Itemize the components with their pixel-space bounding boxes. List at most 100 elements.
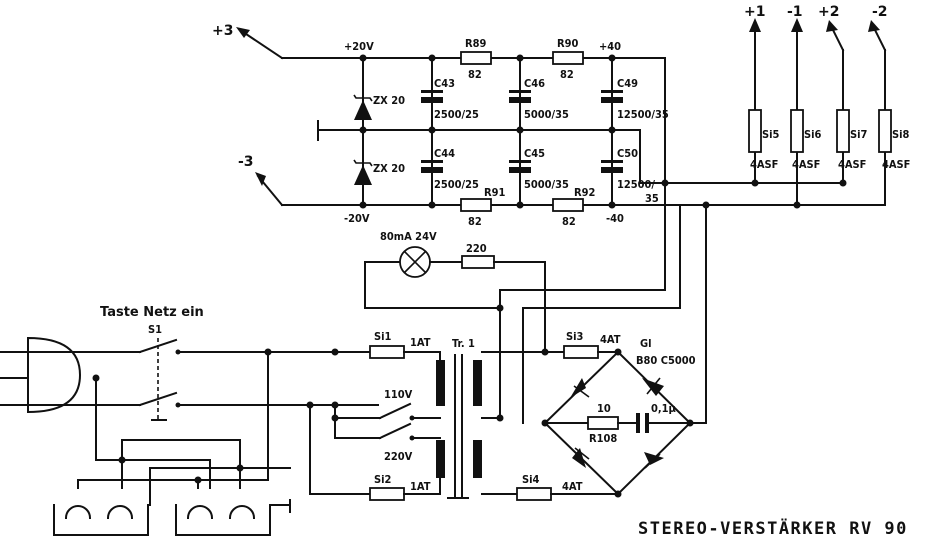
fuse-si8 — [878, 109, 892, 153]
lamp-label: 80mA 24V — [380, 230, 437, 243]
mains-wiring — [27, 338, 441, 501]
zener-diode-icon — [354, 100, 372, 120]
resistor-r89 — [460, 51, 492, 65]
fuse-rating: 1AT — [410, 336, 431, 349]
voltage-switch-lower — [378, 422, 412, 440]
capacitor-label: C43 — [434, 77, 455, 90]
terminal-plus2: +2 — [818, 4, 839, 20]
fuse-si1 — [369, 345, 405, 359]
terminal-plus3: +3 — [212, 23, 233, 39]
capacitor-value: 5000/35 — [524, 108, 569, 121]
plus1-arrow-icon — [749, 18, 761, 32]
capacitor-label: C45 — [524, 147, 545, 160]
plus3-arrow-icon — [236, 27, 250, 38]
terminal-minus1: -1 — [787, 4, 803, 20]
transformer-label: Tr. 1 — [452, 337, 475, 350]
switch-s1-lower — [138, 391, 178, 407]
fuse-label: Si3 — [566, 330, 584, 343]
labels: +3 -3 +1 -1 +2 -2 +20V -20V +40 -40 ZX 2… — [100, 4, 910, 539]
transformer-tr1 — [436, 351, 546, 499]
resistor-r108 — [587, 416, 619, 430]
resistor-r91 — [460, 198, 492, 212]
zener-label: ZX 20 — [373, 162, 405, 175]
fuse-si4 — [516, 487, 552, 501]
fuse-rating: 4ASF — [882, 158, 910, 171]
diagram-title: STEREO-VERSTÄRKER RV 90 — [638, 517, 908, 539]
rectifier-label: Gl — [640, 337, 652, 350]
switch-name: S1 — [148, 323, 162, 336]
fuse-si2 — [369, 487, 405, 501]
rail-minus20: -20V — [344, 212, 370, 225]
dc-rails — [236, 27, 681, 291]
resistor-label: R89 — [465, 37, 487, 50]
capacitor-label: C49 — [617, 77, 638, 90]
capacitor-value: 2500/25 — [434, 108, 479, 121]
outlet-sockets — [53, 348, 291, 536]
output-fuses — [611, 18, 892, 209]
socket-right — [175, 504, 271, 536]
voltage-220: 220V — [384, 450, 413, 463]
diode-icon — [572, 448, 586, 468]
zener-label: ZX 20 — [373, 94, 405, 107]
fuse-rating: 4ASF — [792, 158, 820, 171]
rail-resistors — [460, 51, 584, 212]
fuse-rating: 4AT — [600, 333, 621, 346]
rectifier-type: B80 C5000 — [636, 354, 696, 367]
plus2-arrow-icon — [826, 20, 838, 32]
mains-plug — [0, 336, 82, 414]
fuse-label: Si8 — [892, 128, 910, 141]
capacitor-value: 35 — [645, 192, 659, 205]
resistor-value: 82 — [562, 215, 576, 228]
fuse-rating: 4AT — [562, 480, 583, 493]
capacitor-label: C50 — [617, 147, 638, 160]
capacitor-label: C46 — [524, 77, 545, 90]
fuse-si5 — [748, 109, 762, 153]
capacitor-columns — [362, 57, 623, 206]
secondary-fuses — [516, 345, 619, 501]
terminal-plus1: +1 — [744, 4, 765, 20]
fuse-si7 — [836, 109, 850, 153]
voltage-110: 110V — [384, 388, 413, 401]
capacitor-value: 12500/ — [617, 178, 655, 191]
lamp-circuit — [364, 204, 681, 419]
resistor-r92 — [552, 198, 584, 212]
resistor-value: 82 — [560, 68, 574, 81]
minus1-arrow-icon — [791, 18, 803, 32]
resistor-value: 82 — [468, 68, 482, 81]
resistor-label: R91 — [484, 186, 506, 199]
resistor-value: 220 — [466, 242, 487, 255]
fuse-label: Si4 — [522, 473, 540, 486]
capacitor-value: 12500/35 — [617, 108, 669, 121]
rail-plus40: +40 — [599, 40, 621, 53]
fuse-rating: 4ASF — [838, 158, 866, 171]
socket-left — [53, 504, 149, 536]
fuse-label: Si2 — [374, 473, 392, 486]
switch-label: Taste Netz ein — [100, 305, 204, 320]
rail-plus20: +20V — [344, 40, 374, 53]
resistor-label: R108 — [589, 432, 617, 445]
capacitor-value: 5000/35 — [524, 178, 569, 191]
capacitor-label: C44 — [434, 147, 455, 160]
fuse-label: Si7 — [850, 128, 868, 141]
resistor-r90 — [552, 51, 584, 65]
fuse-label: Si1 — [374, 330, 392, 343]
capacitor-value: 2500/25 — [434, 178, 479, 191]
voltage-switch-upper — [378, 402, 412, 420]
minus2-arrow-icon — [868, 20, 880, 32]
rail-minus40: -40 — [606, 212, 624, 225]
bridge-rectifier — [522, 204, 707, 498]
resistor-label: R90 — [557, 37, 579, 50]
resistor-value: 10 — [597, 402, 611, 415]
diode-icon — [644, 452, 664, 465]
fuse-rating: 1AT — [410, 480, 431, 493]
fuse-label: Si5 — [762, 128, 780, 141]
resistor-label: R92 — [574, 186, 596, 199]
junctions-top — [359, 54, 616, 209]
fuse-label: Si6 — [804, 128, 822, 141]
terminal-minus3: -3 — [238, 154, 254, 170]
resistor-value: 82 — [468, 215, 482, 228]
minus3-arrow-icon — [255, 172, 266, 186]
zener-diode-icon — [354, 165, 372, 185]
capacitor-value: 0,1μ — [651, 402, 676, 415]
